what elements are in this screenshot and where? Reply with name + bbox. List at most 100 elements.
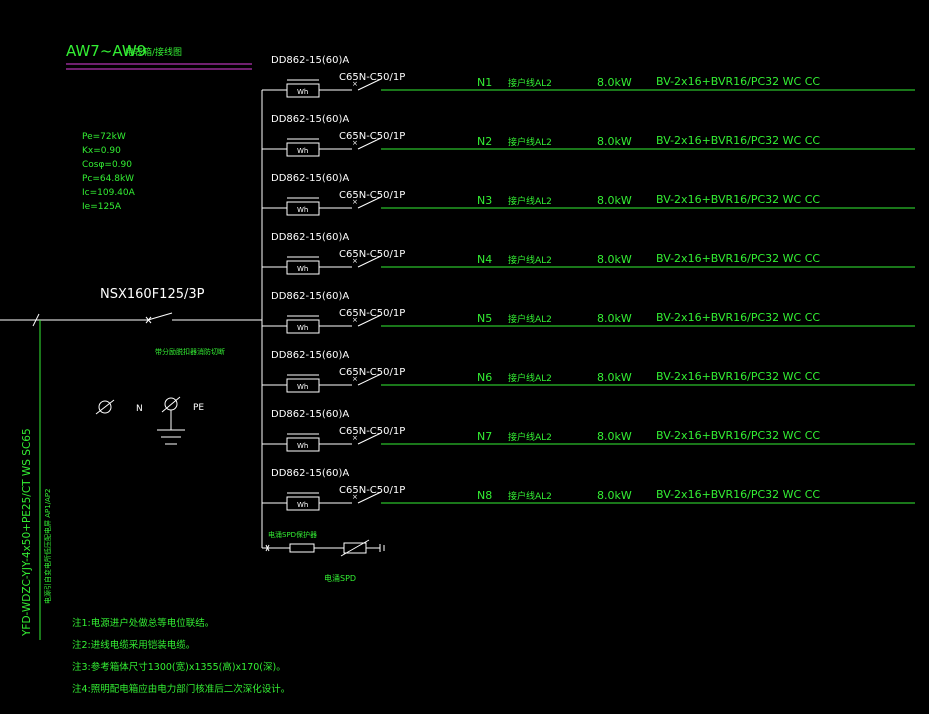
neutral-terminal [95,399,115,415]
incoming-feeder [0,90,263,548]
incoming-line-tick [32,313,40,327]
circuit-id: N4 [477,253,492,266]
meter-model: DD862-15(60)A [271,350,349,361]
meter-icon-label: Wh [297,324,308,332]
breaker-x: × [352,493,358,501]
meter-model: DD862-15(60)A [271,232,349,243]
main-breaker-x [145,316,152,324]
branch-circuit: DD862-15(60)A Wh ×C65N-C50/1P N2 接户线AL2 8.0kW… [262,114,915,157]
incoming-source-label: 电源引自变电所低压配电屏 AP1/AP2 [43,488,52,604]
note-1: 注1:电源进户处做总等电位联结。 [72,617,214,629]
neutral-terminal-icon [98,400,112,414]
meter-icon-label: Wh [297,501,308,509]
breaker-x: × [352,375,358,383]
circuit-id: N1 [477,76,492,89]
circuit-id: N6 [477,371,492,384]
circuit-cable: BV-2x16+BVR16/PC32 WC CC [656,311,820,324]
spd-fuse-icon [289,543,315,553]
pe-terminal [157,396,185,445]
circuit-cable: BV-2x16+BVR16/PC32 WC CC [656,488,820,501]
circuit-power: 8.0kW [597,371,632,384]
diagram-title-suffix: 电表箱/接线图 [125,46,182,58]
param-ic: Ic=109.40A [82,188,136,198]
circuit-id: N7 [477,430,492,443]
diagram-title: AW7~AW9 [66,42,146,60]
breaker-x: × [352,434,358,442]
circuit-cable: BV-2x16+BVR16/PC32 WC CC [656,252,820,265]
breaker-x: × [352,139,358,147]
breaker-contact [357,491,382,504]
circuit-cable: BV-2x16+BVR16/PC32 WC CC [656,75,820,88]
breaker-contact [357,196,382,209]
circuit-description: 接户线AL2 [508,254,552,266]
circuit-power: 8.0kW [597,489,632,502]
meter-model: DD862-15(60)A [271,409,349,420]
pe-label: PE [193,403,204,413]
breaker-contact [357,137,382,150]
circuit-power: 8.0kW [597,253,632,266]
spd-switch-tick [265,544,270,552]
circuit-power: 8.0kW [597,430,632,443]
circuit-cable: BV-2x16+BVR16/PC32 WC CC [656,370,820,383]
spd-branch: 电涌SPD保护器 电涌SPD [262,530,385,583]
main-breaker-note: 带分励脱扣器消防切断 [155,347,225,356]
breaker-x: × [352,198,358,206]
circuit-id: N5 [477,312,492,325]
param-pc: Pc=64.8kW [82,174,134,184]
param-ie: Ie=125A [82,202,122,212]
circuit-cable: BV-2x16+BVR16/PC32 WC CC [656,193,820,206]
breaker-x: × [352,80,358,88]
circuit-description: 接户线AL2 [508,313,552,325]
breaker-model: C65N-C50/1P [339,249,405,260]
breaker-contact [357,78,382,91]
circuit-description: 接户线AL2 [508,77,552,89]
param-kx: Kx=0.90 [82,146,121,156]
breaker-model: C65N-C50/1P [339,485,405,496]
circuit-cable: BV-2x16+BVR16/PC32 WC CC [656,429,820,442]
circuit-id: N8 [477,489,492,502]
circuit-power: 8.0kW [597,194,632,207]
breaker-contact [357,373,382,386]
circuit-description: 接户线AL2 [508,195,552,207]
incoming-cable-label: YFD-WDZC-YJY-4x50+PE25/CT WS SC65 [21,428,33,637]
breaker-x: × [352,316,358,324]
spd-label: 电涌SPD保护器 [268,530,317,539]
circuit-id: N3 [477,194,492,207]
meter-model: DD862-15(60)A [271,55,349,66]
main-breaker-label: NSX160F125/3P [100,287,205,302]
breaker-model: C65N-C50/1P [339,131,405,142]
note-2: 注2:进线电缆采用铠装电缆。 [72,639,195,651]
circuit-id: N2 [477,135,492,148]
breaker-model: C65N-C50/1P [339,308,405,319]
meter-icon-label: Wh [297,88,308,96]
meter-icon-label: Wh [297,206,308,214]
circuit-power: 8.0kW [597,135,632,148]
meter-icon-label: Wh [297,442,308,450]
meter-icon-label: Wh [297,147,308,155]
load-parameters: Pe=72kW Kx=0.90 Cosφ=0.90 Pc=64.8kW Ic=1… [82,132,136,212]
meter-icon-label: Wh [297,265,308,273]
circuit-power: 8.0kW [597,312,632,325]
circuit-description: 接户线AL2 [508,372,552,384]
param-pe: Pe=72kW [82,132,126,142]
breaker-contact [357,255,382,268]
meter-model: DD862-15(60)A [271,114,349,125]
meter-model: DD862-15(60)A [271,173,349,184]
spd-arrester-diagonal [340,539,370,557]
meter-model: DD862-15(60)A [271,468,349,479]
param-cos: Cosφ=0.90 [82,160,132,170]
neutral-label: N [136,404,143,414]
note-4: 注4:照明配电箱应由电力部门核准后二次深化设计。 [72,683,290,695]
notes: 注1:电源进户处做总等电位联结。 注2:进线电缆采用铠装电缆。 注3:参考箱体尺… [72,617,290,695]
circuit-description: 接户线AL2 [508,136,552,148]
spd-name: 电涌SPD [324,573,356,583]
breaker-model: C65N-C50/1P [339,426,405,437]
meter-icon-label: Wh [297,383,308,391]
